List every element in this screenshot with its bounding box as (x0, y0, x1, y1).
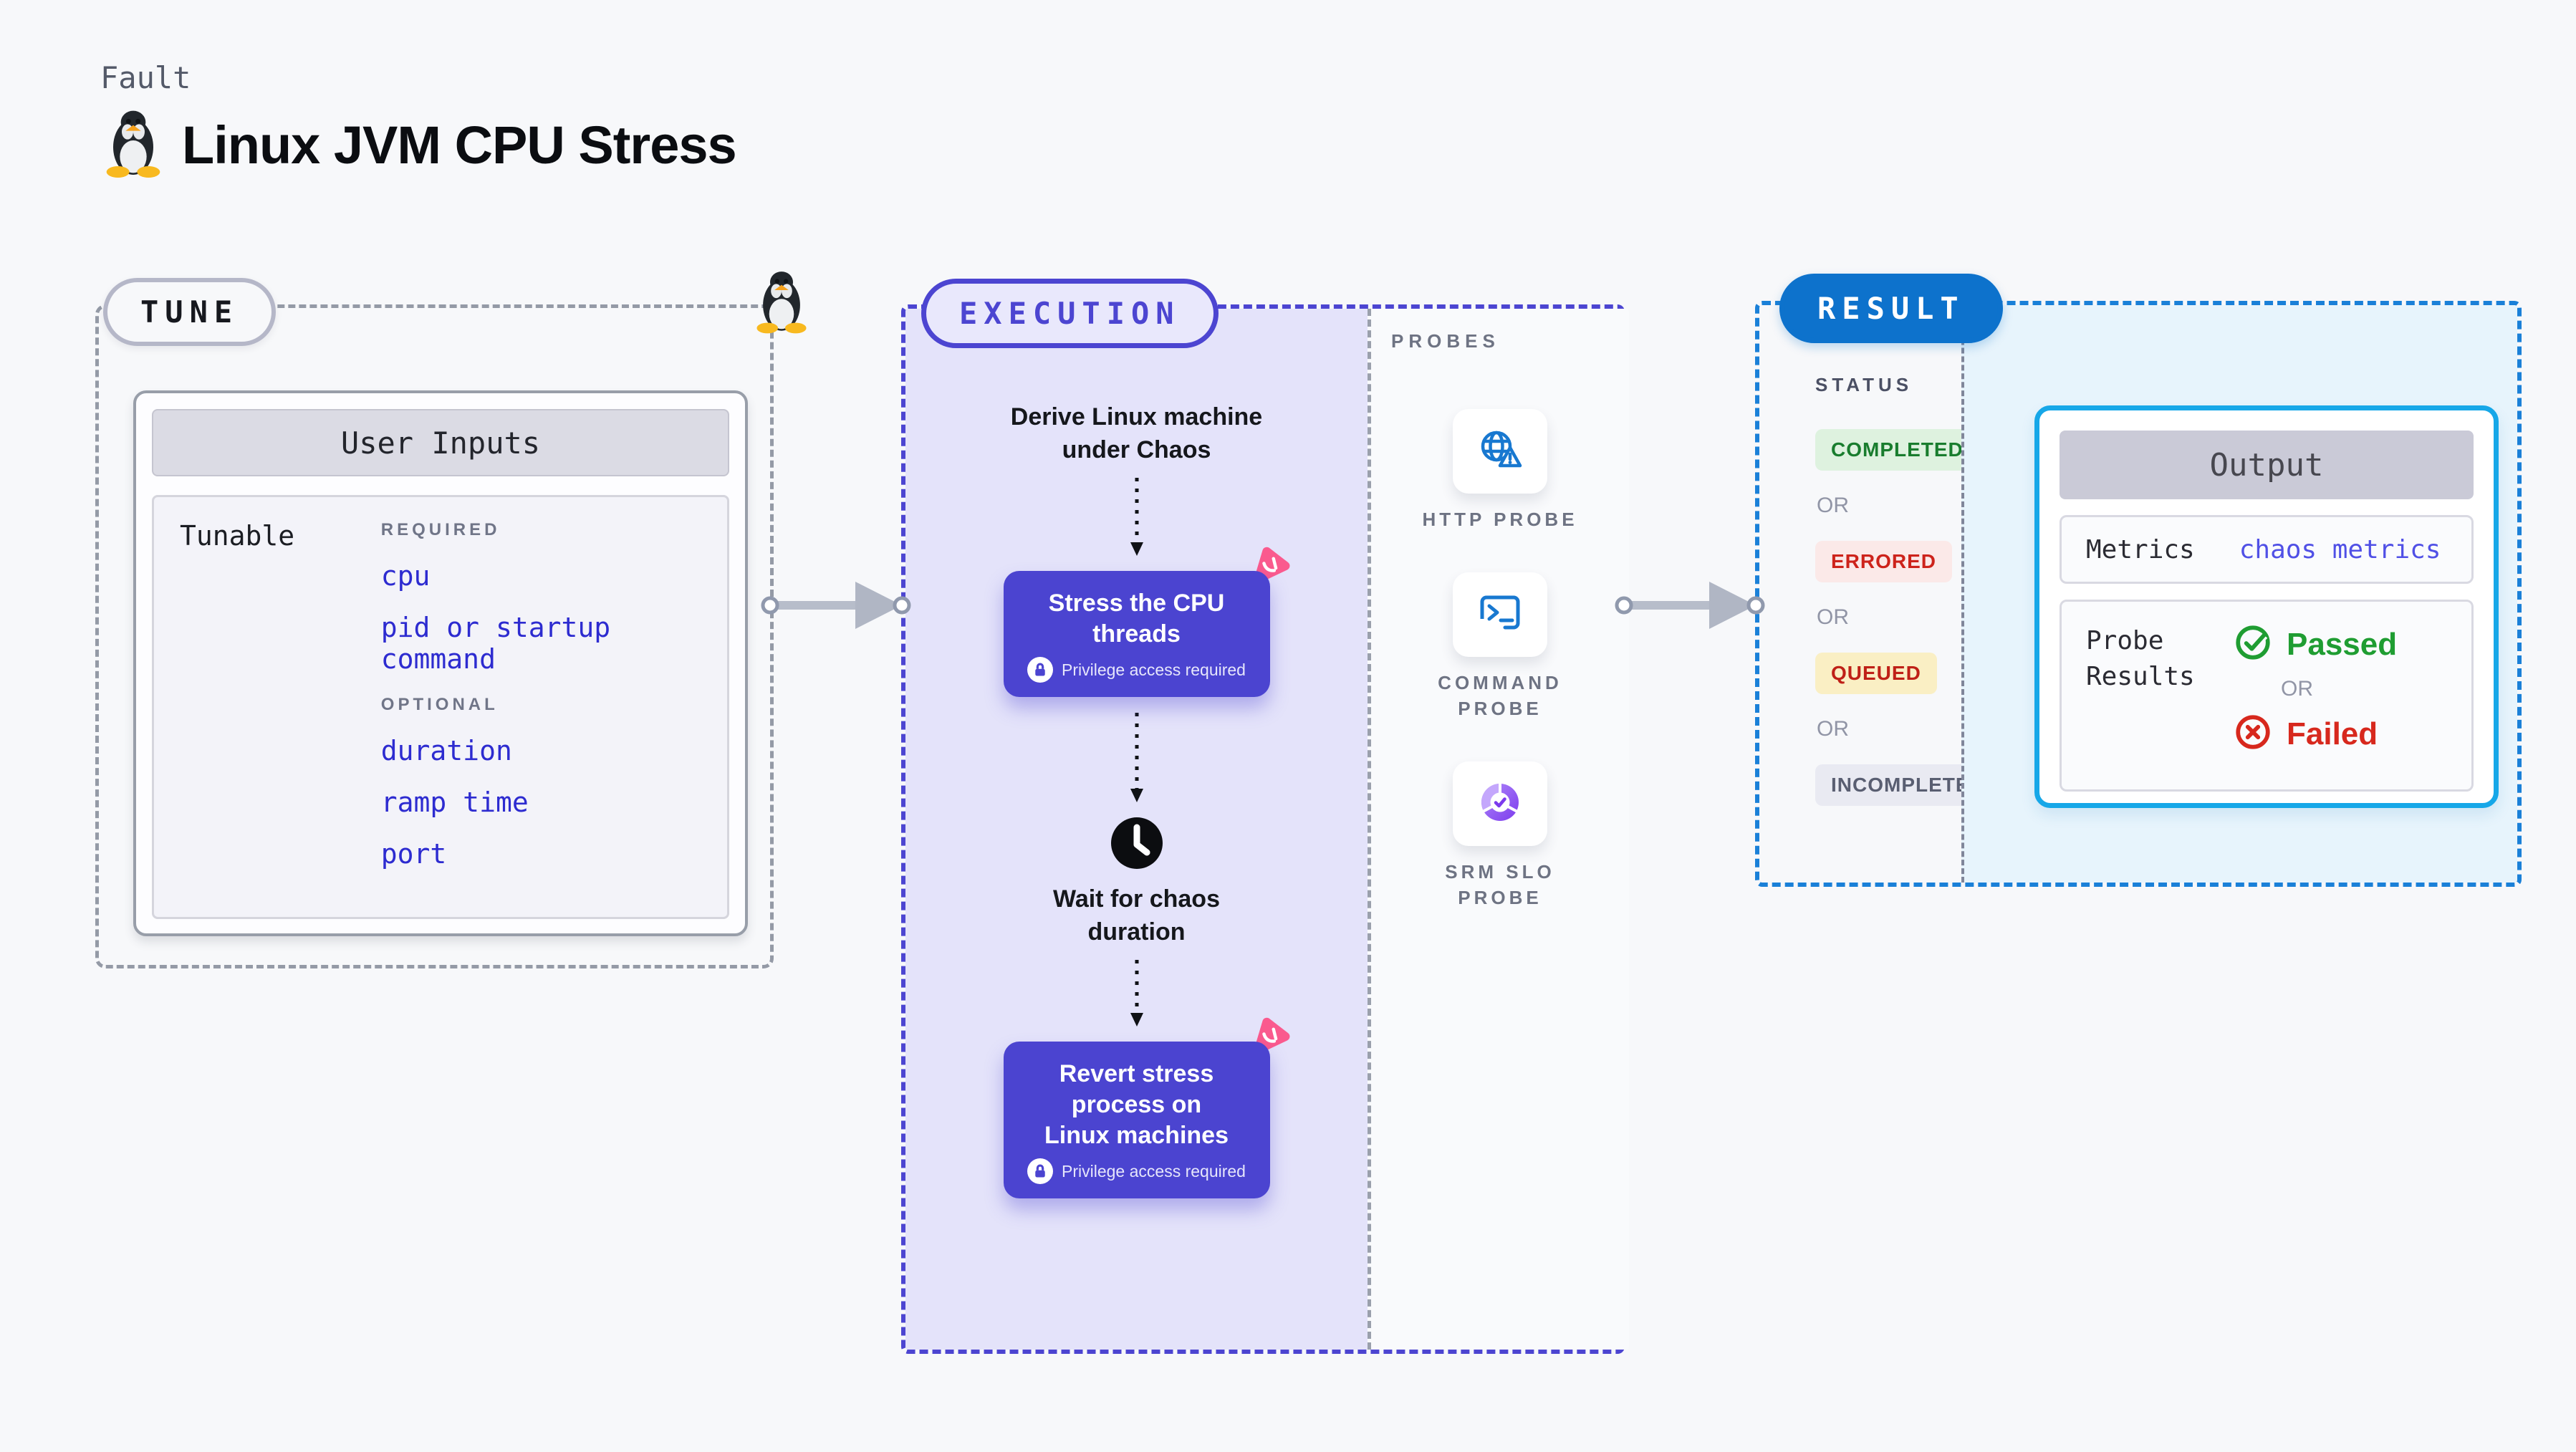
revert-step-box[interactable]: Revert stress process on Linux machines … (1003, 1042, 1270, 1198)
wait-step-text: Wait for chaos duration (1053, 885, 1220, 946)
execution-section: EXECUTION Derive Linux machine under Cha… (901, 279, 1629, 1354)
output-card: Output Metrics chaos metrics Probe Resul… (2034, 405, 2499, 808)
tune-section: TUNE User Inputs Tunable REQUIRED (95, 271, 807, 968)
stress-step-box[interactable]: Stress the CPU threads Privilege access … (1003, 571, 1270, 697)
srm-slo-probe[interactable]: SRM SLO PROBE (1445, 761, 1554, 910)
lock-icon (1027, 657, 1054, 683)
dotted-arrow-icon (1130, 713, 1143, 802)
tunable-row-label: Tunable (180, 520, 295, 552)
user-inputs-body: Tunable REQUIRED cpu pid or startup comm… (152, 495, 729, 919)
execution-pill: EXECUTION (921, 279, 1219, 348)
metrics-row: Metrics chaos metrics (2060, 515, 2474, 584)
user-inputs-card: User Inputs Tunable REQUIRED cpu pid or … (133, 390, 748, 936)
slo-donut-check-icon (1477, 779, 1523, 829)
probe-results-row: Probe Results Passed (2060, 600, 2474, 792)
passed-label: Passed (2287, 626, 2398, 662)
tunable-duration[interactable]: duration (380, 735, 512, 766)
terminal-icon (1476, 592, 1524, 638)
probe-results-values: Passed OR Failed (2234, 623, 2397, 755)
tux-penguin-icon-small (755, 269, 808, 337)
user-inputs-header: User Inputs (152, 409, 729, 476)
or-separator: OR (1817, 494, 1849, 517)
execution-to-result-arrow (1615, 582, 1765, 629)
tune-pill: TUNE (103, 278, 277, 346)
tux-penguin-icon (105, 109, 162, 181)
stress-step[interactable]: Stress the CPU threads Privilege access … (1003, 547, 1289, 697)
probe-list: HTTP PROBE COMMAND PROBE (1371, 409, 1629, 951)
status-column: STATUS COMPLETED OR ERRORED OR QUEUED OR… (1759, 305, 2001, 883)
metrics-value-link[interactable]: chaos metrics (2239, 534, 2441, 564)
command-probe-tile[interactable] (1453, 572, 1547, 657)
derive-step-text: Derive Linux machine under Chaos (1010, 403, 1263, 463)
dotted-arrow-icon (1130, 478, 1143, 556)
tunable-pid-or-startup-command[interactable]: pid or startup command (380, 612, 611, 675)
or-separator: OR (2281, 677, 2313, 701)
tunable-ramp-time[interactable]: ramp time (380, 787, 529, 818)
tune-to-execution-arrow (761, 582, 911, 629)
required-group-heading: REQUIRED (380, 520, 501, 539)
tunable-list: REQUIRED cpu pid or startup command OPTI… (381, 520, 727, 917)
or-separator: OR (1817, 605, 1849, 629)
execution-flow-column: Derive Linux machine under Chaos Stress … (905, 309, 1368, 1350)
http-probe-tile[interactable] (1452, 409, 1547, 494)
page-title-row: Linux JVM CPU Stress (105, 109, 737, 181)
dotted-arrow-icon (1130, 960, 1143, 1027)
status-badge-errored: ERRORED (1815, 541, 1953, 582)
privilege-row: Privilege access required (1027, 657, 1246, 683)
tunable-cpu[interactable]: cpu (380, 560, 431, 592)
litmus-chaos-icon (1246, 1016, 1290, 1064)
result-pill: RESULT (1779, 274, 2003, 343)
output-area: Output Metrics chaos metrics Probe Resul… (1961, 305, 2517, 883)
page-title: Linux JVM CPU Stress (182, 115, 737, 175)
probes-panel: PROBES (1368, 309, 1629, 1350)
optional-group-heading: OPTIONAL (380, 695, 499, 714)
tunable-port[interactable]: port (380, 838, 447, 870)
stress-step-title: Stress the CPU threads (1048, 590, 1225, 648)
x-circle-icon (2234, 713, 2272, 755)
or-separator: OR (1817, 717, 1849, 741)
failed-line: Failed (2234, 713, 2397, 755)
fault-kicker: Fault (100, 60, 191, 95)
result-section: RESULT STATUS COMPLETED OR ERRORED OR QU… (1755, 274, 2522, 887)
metrics-label: Metrics (2086, 534, 2195, 564)
http-probe[interactable]: HTTP PROBE (1422, 409, 1577, 532)
probes-heading: PROBES (1391, 330, 1500, 352)
litmus-chaos-icon (1246, 545, 1290, 593)
privilege-row: Privilege access required (1027, 1158, 1246, 1184)
status-heading: STATUS (1815, 374, 1913, 395)
command-probe[interactable]: COMMAND PROBE (1438, 572, 1562, 721)
check-circle-icon (2234, 623, 2272, 665)
passed-line: Passed (2234, 623, 2397, 665)
globe-alert-icon (1476, 428, 1524, 475)
privilege-label: Privilege access required (1062, 660, 1246, 679)
revert-step[interactable]: Revert stress process on Linux machines … (1003, 1017, 1289, 1198)
privilege-label: Privilege access required (1062, 1161, 1246, 1181)
status-badge-queued: QUEUED (1815, 653, 1937, 694)
probe-name: HTTP PROBE (1422, 509, 1578, 530)
failed-label: Failed (2287, 716, 2378, 751)
srm-slo-probe-tile[interactable] (1452, 761, 1547, 846)
output-header: Output (2060, 431, 2474, 499)
status-badge-completed: COMPLETED (1815, 429, 1979, 471)
probe-results-label: Probe Results (2086, 626, 2195, 691)
lock-icon (1027, 1158, 1054, 1184)
probe-name: COMMAND PROBE (1438, 672, 1562, 719)
probe-name: SRM SLO PROBE (1445, 861, 1555, 908)
revert-step-title: Revert stress process on Linux machines (1044, 1060, 1229, 1149)
clock-icon (1110, 816, 1164, 874)
